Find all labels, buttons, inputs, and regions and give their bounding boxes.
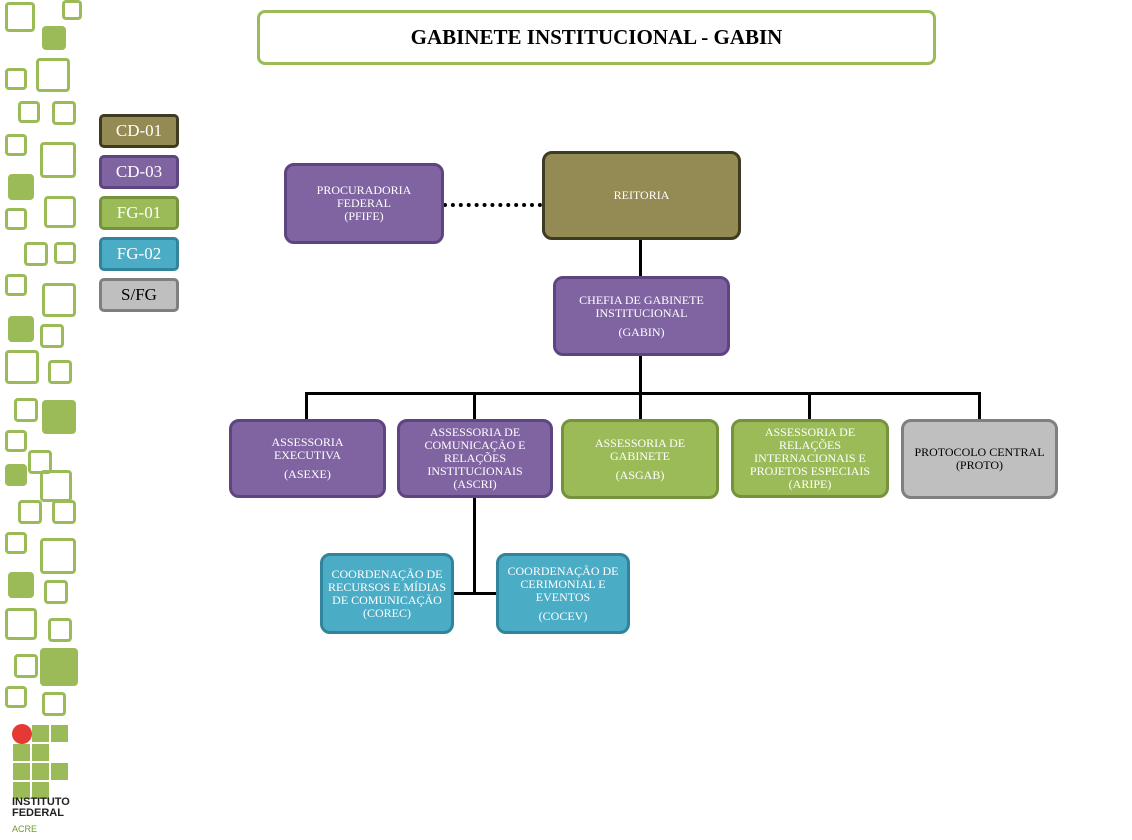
node-gabin: CHEFIA DE GABINETE INSTITUCIONAL(GABIN)	[553, 276, 730, 356]
decorative-square	[42, 692, 66, 716]
decorative-square	[14, 654, 38, 678]
decorative-square	[14, 398, 38, 422]
legend-fg02: FG-02	[99, 237, 179, 271]
node-ascri: ASSESSORIA DE COMUNICAÇÃO E RELAÇÕES INS…	[397, 419, 553, 498]
logo-state: ACRE	[12, 824, 38, 834]
decorative-square	[24, 242, 48, 266]
connector	[639, 355, 642, 394]
decorative-square	[52, 500, 76, 524]
decorative-square	[5, 686, 27, 708]
decorative-square	[48, 618, 72, 642]
decorative-square	[5, 2, 35, 32]
decorative-square	[8, 572, 34, 598]
connector	[473, 497, 476, 594]
decorative-square	[48, 360, 72, 384]
connector	[808, 392, 811, 420]
decorative-square	[44, 196, 76, 228]
decorative-square	[40, 648, 78, 686]
legend-fg01: FG-01	[99, 196, 179, 230]
node-pfife: PROCURADORIA FEDERAL(PFIFE)	[284, 163, 444, 244]
decorative-square	[62, 0, 82, 20]
decorative-square	[5, 532, 27, 554]
decorative-square	[5, 274, 27, 296]
decorative-square	[42, 400, 76, 434]
decorative-square	[5, 608, 37, 640]
decorative-square	[52, 101, 76, 125]
node-cocev: COORDENAÇÃO DE CERIMONIAL E EVENTOS(COCE…	[496, 553, 630, 634]
legend-sfg: S/FG	[99, 278, 179, 312]
node-corec: COORDENAÇÃO DE RECURSOS E MÍDIAS DE COMU…	[320, 553, 454, 634]
legend-cd01: CD-01	[99, 114, 179, 148]
decorative-square	[5, 350, 39, 384]
connector	[639, 392, 642, 420]
decorative-square	[44, 580, 68, 604]
decorative-square	[18, 101, 40, 123]
connector	[639, 239, 642, 276]
decorative-square	[54, 242, 76, 264]
connector	[305, 392, 981, 395]
decorative-square	[40, 142, 76, 178]
node-reitoria: REITORIA	[542, 151, 741, 240]
node-asgab: ASSESSORIA DE GABINETE(ASGAB)	[561, 419, 719, 499]
connector	[305, 392, 308, 420]
page-title: GABINETE INSTITUCIONAL - GABIN	[257, 10, 936, 65]
decorative-square	[5, 134, 27, 156]
connector	[473, 392, 476, 420]
decorative-square	[5, 464, 27, 486]
connector	[453, 592, 497, 595]
connector	[978, 392, 981, 420]
decorative-square	[8, 174, 34, 200]
decorative-square	[5, 208, 27, 230]
node-proto: PROTOCOLO CENTRAL(PROTO)	[901, 419, 1058, 499]
decorative-square	[18, 500, 42, 524]
dotted-connector	[443, 203, 542, 207]
decorative-square	[8, 316, 34, 342]
node-asexe: ASSESSORIA EXECUTIVA(ASEXE)	[229, 419, 386, 498]
decorative-square	[40, 470, 72, 502]
decorative-square	[5, 68, 27, 90]
decorative-square	[40, 324, 64, 348]
decorative-square	[40, 538, 76, 574]
legend-cd03: CD-03	[99, 155, 179, 189]
decorative-square	[5, 430, 27, 452]
decorative-square	[36, 58, 70, 92]
node-aripe: ASSESSORIA DE RELAÇÕES INTERNACIONAIS E …	[731, 419, 889, 498]
decorative-square	[42, 283, 76, 317]
decorative-square	[42, 26, 66, 50]
